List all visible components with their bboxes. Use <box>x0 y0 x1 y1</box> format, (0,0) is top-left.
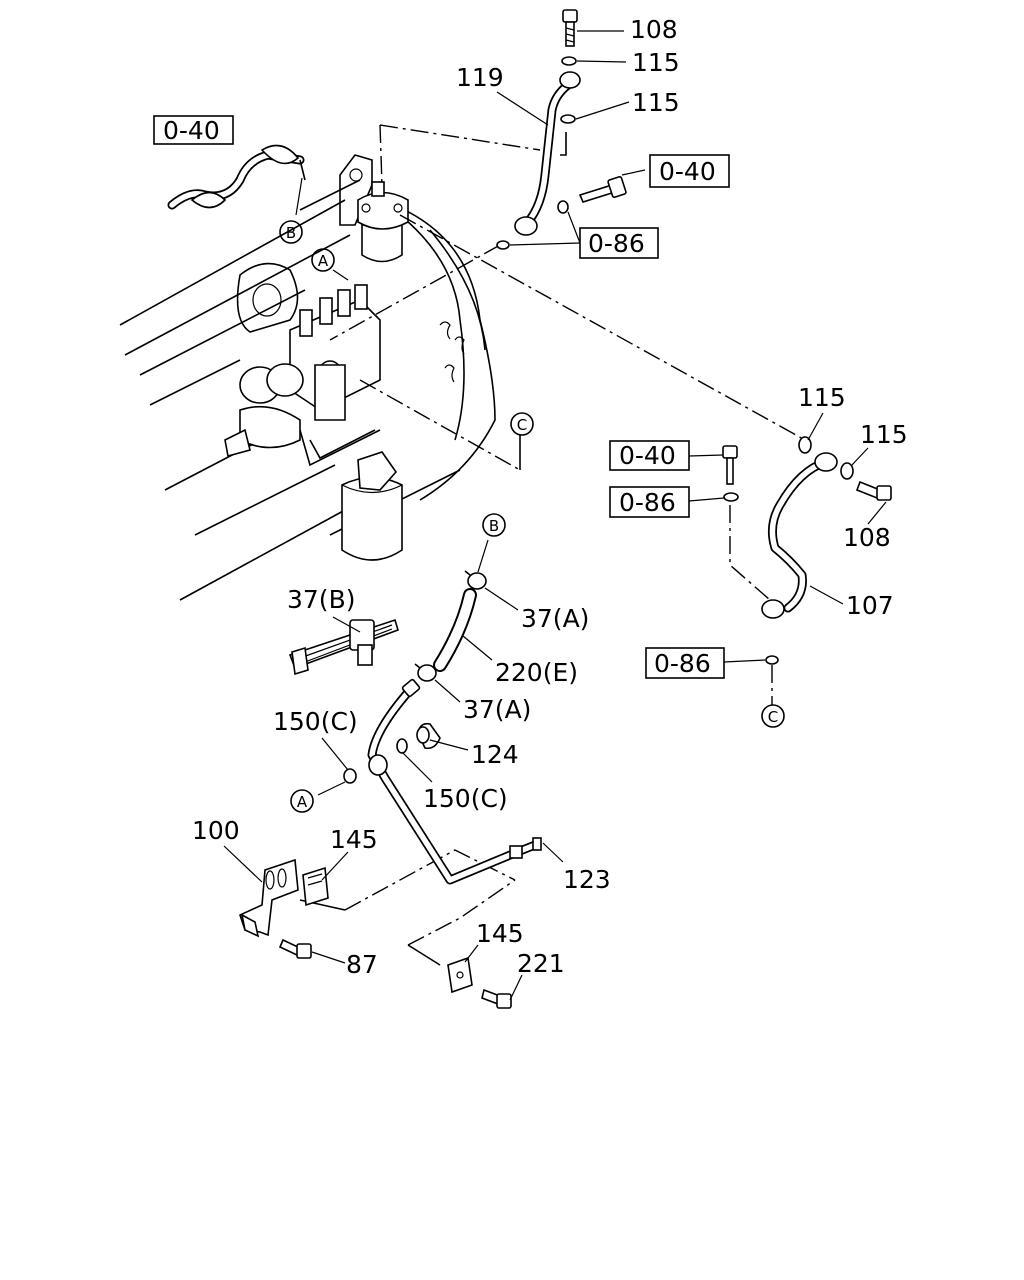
clip-145-upper <box>302 866 329 907</box>
svg-text:0-40: 0-40 <box>659 157 716 186</box>
svg-text:0-86: 0-86 <box>588 229 645 258</box>
label-124: 124 <box>471 740 519 769</box>
label-108-top: 108 <box>630 15 678 44</box>
leader-lines <box>223 30 887 1001</box>
label-150c-2: 150(C) <box>423 784 508 813</box>
washer-150c-1 <box>343 768 357 784</box>
clip-37b <box>288 618 399 676</box>
fuel-pipe-119 <box>514 71 581 236</box>
washer-150c-2 <box>396 738 408 754</box>
hose-topleft-illustration <box>167 144 306 210</box>
fuel-pipe-107 <box>761 452 838 619</box>
svg-text:0-86: 0-86 <box>619 488 676 517</box>
washer-115-right2 <box>840 462 854 480</box>
marker-b-mid: B <box>482 513 506 537</box>
washer-115-right1 <box>798 436 812 454</box>
svg-text:B: B <box>489 517 499 535</box>
injection-pump-illustration <box>224 284 381 467</box>
label-100: 100 <box>192 816 240 845</box>
bolt-87 <box>278 938 312 959</box>
svg-text:C: C <box>768 708 778 726</box>
svg-text:0-40: 0-40 <box>163 116 220 145</box>
bolt-040-mid <box>722 445 738 485</box>
label-221: 221 <box>517 949 565 978</box>
label-115-top2: 115 <box>632 88 680 117</box>
svg-text:B: B <box>286 224 296 242</box>
svg-text:A: A <box>297 793 308 811</box>
fuel-filter-lower <box>341 451 403 561</box>
bolt-040-top <box>578 175 627 203</box>
clamp-37a-upper <box>464 570 487 590</box>
bolt-108-right <box>855 480 892 501</box>
part-number-labels: 108 115 119 115 115 115 108 107 37(B) 37… <box>192 15 908 979</box>
ref-box-086-top: 0-86 <box>579 227 659 259</box>
label-115-top1: 115 <box>632 48 680 77</box>
bracket-100 <box>239 858 299 938</box>
label-87: 87 <box>346 950 378 979</box>
ref-box-040-topleft: 0-40 <box>153 115 234 145</box>
washer-086-low <box>765 655 779 665</box>
bolt-221 <box>481 988 512 1009</box>
label-37b: 37(B) <box>287 585 355 614</box>
ref-box-086-mid: 0-86 <box>609 486 690 518</box>
label-145-1: 145 <box>330 825 378 854</box>
group-reference-boxes: 0-40 0-40 0-86 0-40 0-86 0-86 <box>153 115 730 679</box>
marker-c-top: C <box>510 412 534 436</box>
marker-a-top: A <box>311 248 335 272</box>
label-145-2: 145 <box>476 919 524 948</box>
svg-text:0-86: 0-86 <box>654 649 711 678</box>
clamp-37a-lower <box>414 663 437 682</box>
label-150c-1: 150(C) <box>273 707 358 736</box>
marker-b-top: B <box>279 220 303 244</box>
marker-a-low: A <box>290 789 314 813</box>
fuel-filter-top <box>357 181 409 263</box>
label-115-right1: 115 <box>798 383 846 412</box>
marker-c-low: C <box>761 704 785 728</box>
reference-lines <box>299 124 806 966</box>
connector-markers: B A C B A C <box>279 220 785 813</box>
label-119: 119 <box>456 63 504 92</box>
bolt-108-top <box>562 9 578 47</box>
hose-220e <box>433 588 477 672</box>
clip-145-lower <box>447 956 473 994</box>
label-123: 123 <box>563 865 611 894</box>
pipe-123 <box>367 678 542 885</box>
label-108-right: 108 <box>843 523 891 552</box>
svg-text:0-40: 0-40 <box>619 441 676 470</box>
washer-086-mid <box>723 492 739 502</box>
ref-box-040-topright: 0-40 <box>649 154 730 188</box>
svg-text:C: C <box>517 416 527 434</box>
label-220e: 220(E) <box>495 658 578 687</box>
washer-086-top-right <box>557 200 569 214</box>
ref-box-086-low: 0-86 <box>645 647 725 679</box>
washer-115-top2 <box>560 114 576 124</box>
cap-124 <box>416 722 441 750</box>
washer-086-top-left <box>496 240 510 250</box>
svg-text:A: A <box>318 252 329 270</box>
label-107: 107 <box>846 591 894 620</box>
label-37a-2: 37(A) <box>463 695 531 724</box>
washer-115-top <box>561 56 577 66</box>
label-115-right2: 115 <box>860 420 908 449</box>
label-37a-1: 37(A) <box>521 604 589 633</box>
ref-box-040-mid: 0-40 <box>609 440 690 471</box>
